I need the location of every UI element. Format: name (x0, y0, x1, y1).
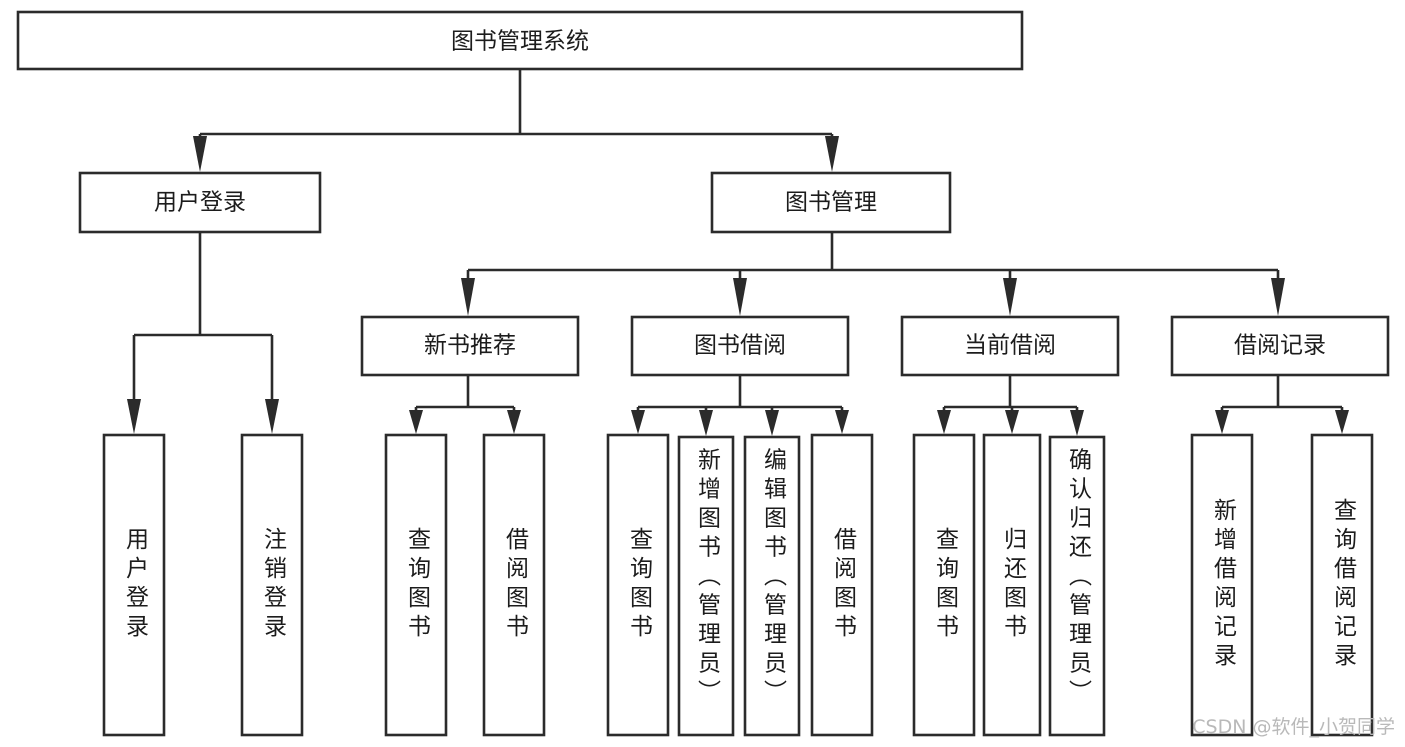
node-new-book-recommend[interactable]: 新书推荐 (360, 315, 580, 377)
node-leaf-edit-book-label: 编辑图书（管理员） (760, 448, 788, 709)
node-book-management-box (710, 171, 952, 234)
node-leaf-logout-box (240, 433, 304, 737)
node-book-borrow-box (630, 315, 850, 377)
arrow-head-book-borrow (733, 278, 747, 316)
node-leaf-user-login[interactable]: 用户登录 (102, 433, 166, 737)
arrow-head-leaf-return-book (1005, 410, 1019, 434)
arrow-head-leaf-borrow-book-rec (507, 410, 521, 434)
node-leaf-borrow-book-box (810, 433, 874, 737)
node-current-borrow-label: 当前借阅 (964, 333, 1056, 359)
node-borrow-record-box (1170, 315, 1390, 377)
node-leaf-add-book-label: 新增图书（管理员） (694, 448, 722, 709)
node-leaf-add-book-box (677, 435, 735, 737)
node-leaf-query-book-borrow-box (606, 433, 670, 737)
node-borrow-record[interactable]: 借阅记录 (1170, 315, 1390, 377)
node-root-box (16, 10, 1024, 71)
arrow-head-leaf-logout (265, 399, 279, 434)
node-user-login-label: 用户登录 (154, 190, 246, 216)
node-book-management[interactable]: 图书管理 (710, 171, 952, 234)
node-book-borrow-label: 图书借阅 (694, 333, 786, 359)
arrow-head-new-book-recommend (461, 278, 475, 316)
arrow-head-leaf-query-book-rec (409, 410, 423, 434)
node-leaf-user-login-box (102, 433, 166, 737)
node-leaf-confirm-return-label: 确认归还（管理员） (1065, 448, 1093, 709)
node-leaf-query-book-borrow[interactable]: 查询图书 (606, 433, 670, 737)
arrow-head-leaf-add-record (1215, 410, 1229, 434)
node-leaf-query-book-rec-box (384, 433, 448, 737)
arrow-head-book-management (825, 136, 839, 172)
node-leaf-add-book[interactable]: 新增图书（管理员） (677, 435, 735, 737)
arrow-head-leaf-edit-book (765, 410, 779, 436)
node-leaf-query-book-rec[interactable]: 查询图书 (384, 433, 448, 737)
arrow-head-leaf-add-book (699, 410, 713, 436)
arrow-head-user-login (193, 136, 207, 172)
node-leaf-add-record-label: 新增借阅记录 (1210, 498, 1238, 672)
node-leaf-return-book-label: 归还图书 (1000, 527, 1028, 643)
node-leaf-logout[interactable]: 注销登录 (240, 433, 304, 737)
node-leaf-confirm-return[interactable]: 确认归还（管理员） (1048, 435, 1106, 737)
node-leaf-borrow-book-label: 借阅图书 (830, 527, 858, 643)
arrow-head-leaf-borrow-book (835, 410, 849, 434)
node-new-book-recommend-box (360, 315, 580, 377)
node-user-login[interactable]: 用户登录 (78, 171, 322, 234)
node-leaf-return-book-box (982, 433, 1042, 737)
node-leaf-query-book-current-label: 查询图书 (932, 527, 960, 643)
node-leaf-edit-book[interactable]: 编辑图书（管理员） (743, 435, 801, 737)
csdn-watermark: CSDN @软件_小贺同学 (1192, 716, 1395, 738)
node-root[interactable]: 图书管理系统 (16, 10, 1024, 71)
node-leaf-query-book-current-box (912, 433, 976, 737)
node-leaf-borrow-book-rec-label: 借阅图书 (502, 527, 530, 643)
node-new-book-recommend-label: 新书推荐 (424, 333, 516, 359)
node-book-management-label: 图书管理 (785, 190, 877, 216)
node-root-label: 图书管理系统 (451, 29, 589, 55)
arrow-head-borrow-record (1271, 278, 1285, 316)
arrow-head-current-borrow (1003, 278, 1017, 316)
connector-layer (127, 69, 1349, 436)
node-current-borrow[interactable]: 当前借阅 (900, 315, 1120, 377)
node-leaf-query-book-current[interactable]: 查询图书 (912, 433, 976, 737)
node-leaf-query-book-rec-label: 查询图书 (404, 527, 432, 643)
node-leaf-query-record-label: 查询借阅记录 (1330, 498, 1358, 672)
node-leaf-user-login-label: 用户登录 (122, 527, 150, 643)
node-leaf-edit-book-box (743, 435, 801, 737)
node-borrow-record-label: 借阅记录 (1234, 333, 1326, 359)
node-leaf-add-record[interactable]: 新增借阅记录 (1190, 433, 1254, 737)
node-user-login-box (78, 171, 322, 234)
node-leaf-return-book[interactable]: 归还图书 (982, 433, 1042, 737)
node-leaf-borrow-book[interactable]: 借阅图书 (810, 433, 874, 737)
node-leaf-add-record-box (1190, 433, 1254, 737)
arrow-head-leaf-user-login (127, 399, 141, 434)
node-leaf-query-book-borrow-label: 查询图书 (626, 527, 654, 643)
node-leaf-borrow-book-rec-box (482, 433, 546, 737)
node-leaf-borrow-book-rec[interactable]: 借阅图书 (482, 433, 546, 737)
arrow-head-leaf-query-book-borrow (631, 410, 645, 434)
node-book-borrow[interactable]: 图书借阅 (630, 315, 850, 377)
node-leaf-logout-label: 注销登录 (260, 527, 288, 643)
node-leaf-query-record[interactable]: 查询借阅记录 (1310, 433, 1374, 737)
arrow-head-leaf-query-record (1335, 410, 1349, 434)
node-current-borrow-box (900, 315, 1120, 377)
node-leaf-confirm-return-box (1048, 435, 1106, 737)
arrow-head-leaf-query-book-current (937, 410, 951, 434)
node-leaf-query-record-box (1310, 433, 1374, 737)
arrow-head-leaf-confirm-return (1070, 410, 1084, 436)
